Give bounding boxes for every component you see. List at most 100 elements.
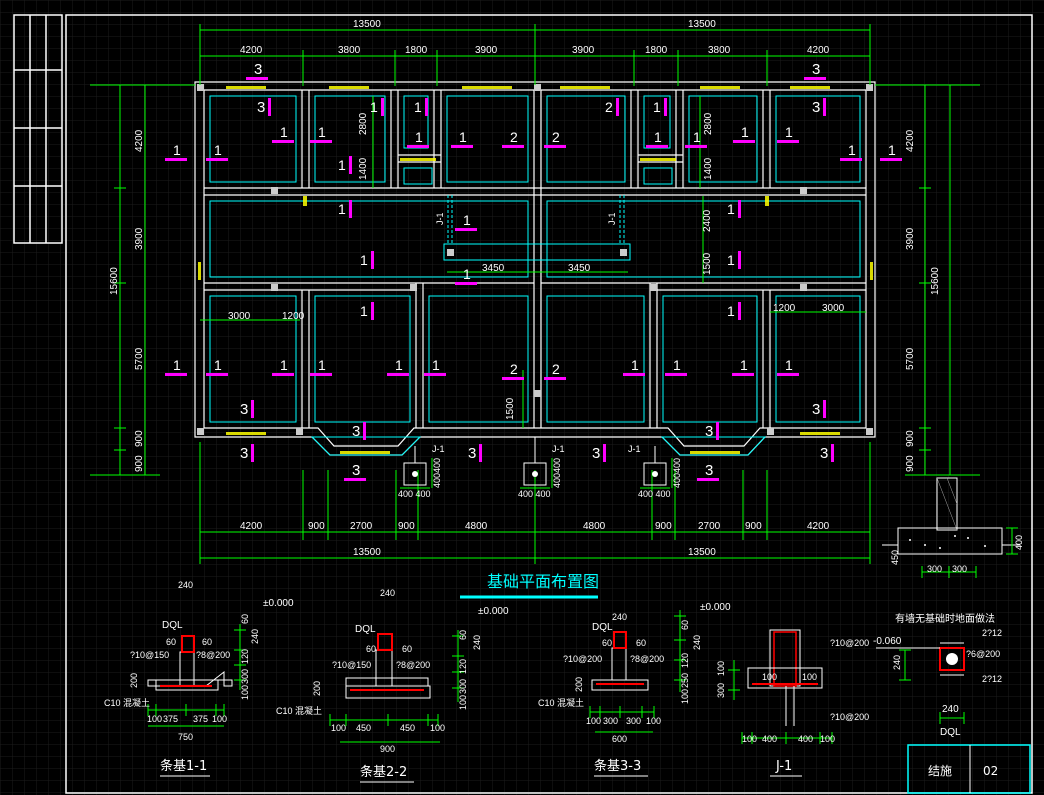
section-label: 2: [552, 129, 560, 145]
dim-1500-low: 1500: [505, 397, 516, 420]
section-label-bar: [268, 98, 271, 116]
j1-d100a: 100: [762, 672, 777, 682]
j1-v100: 100: [716, 661, 726, 676]
section-label: 3: [254, 61, 262, 78]
dim-bot-8: 2700: [698, 521, 721, 532]
s1-dim-c: 375: [193, 714, 208, 724]
section-label: 1: [280, 124, 288, 140]
s2-c10: C10 混凝土: [276, 705, 322, 716]
s2-dim-b: 450: [356, 723, 371, 733]
dim-bot-4: 900: [398, 521, 415, 532]
detail-dim-300a: 300: [927, 564, 942, 574]
section-label-bar: [544, 377, 566, 380]
section-label: 1: [740, 357, 748, 373]
section-label: 1: [727, 303, 735, 319]
nf-title: 有墙无基础时地面做法: [895, 612, 995, 625]
plan-j1-cut-lines: [447, 195, 625, 245]
detail-dim-450: 450: [890, 550, 900, 565]
plan-yellow-strips: [198, 86, 873, 454]
nf-w240: 240: [942, 704, 959, 715]
s2-v60: 60: [458, 630, 468, 640]
s3-w240: 240: [612, 612, 627, 622]
dim-bot-total-left: 13500: [353, 547, 381, 558]
s2-w240: 240: [380, 588, 395, 598]
s3-v250: 250: [680, 673, 690, 688]
s3-dim-b: 300: [603, 716, 618, 726]
tag-j1-c: J-1: [628, 444, 641, 454]
section-label: 1: [848, 142, 856, 158]
section-label: 1: [463, 266, 471, 282]
j1-dim-b: 400: [762, 734, 777, 744]
dim-left-4: 900: [134, 430, 145, 447]
section-label: 1: [727, 201, 735, 217]
section-label: 1: [318, 357, 326, 373]
tag-j1-d: J-1: [435, 212, 445, 225]
s2-dim-a: 100: [331, 723, 346, 733]
section-label-bar: [251, 400, 254, 418]
plan-pier-footings: [400, 437, 673, 489]
dim-pier-v-b: 400400: [552, 458, 562, 488]
dim-top-8: 4200: [807, 45, 830, 56]
dim-top-1: 4200: [240, 45, 263, 56]
section-label: 1: [360, 303, 368, 319]
dim-top-2: 3800: [338, 45, 361, 56]
s2-title: 条基2-2: [360, 764, 407, 780]
s1-v200: 200: [129, 673, 139, 688]
section-label-bar: [502, 377, 524, 380]
s2-t60b: 60: [402, 644, 412, 654]
section-label-bar: [804, 77, 826, 80]
section-label: 1: [432, 357, 440, 373]
section-label: 2: [510, 129, 518, 145]
s3-dql: DQL: [592, 622, 613, 633]
s1-t60a: 60: [166, 637, 176, 647]
dim-1400-right: 1400: [703, 157, 714, 180]
dim-right-5: 900: [905, 455, 916, 472]
wall-floor-detail: 300 300 400 450: [882, 477, 1024, 578]
title-block: 结施 02: [907, 744, 1031, 794]
s1-v60: 60: [240, 614, 250, 624]
plan-dimension-lines: [90, 24, 980, 564]
section-label: 1: [673, 357, 681, 373]
s3-title: 条基3-3: [594, 758, 641, 774]
tag-j1-e: J-1: [607, 212, 617, 225]
s3-dim-c: 300: [626, 716, 641, 726]
section-label: 3: [820, 445, 828, 462]
dim-left-3: 5700: [134, 347, 145, 370]
section-j1: ?10@200 ?10@200 100 100 100 300 100 400 …: [716, 629, 869, 777]
section-label: 1: [654, 129, 662, 145]
section-label: 3: [352, 423, 360, 440]
section-label: 3: [592, 445, 600, 462]
dim-top-total-left: 13500: [353, 19, 381, 30]
s3-dim-d: 100: [646, 716, 661, 726]
section-label-bar: [272, 373, 294, 376]
section-label: 1: [280, 357, 288, 373]
section-label: 1: [214, 357, 222, 373]
section-label: 1: [173, 142, 181, 158]
j1-title: J-1: [775, 759, 792, 774]
dim-3000-right: 3000: [822, 303, 845, 314]
dim-1200-left: 1200: [282, 311, 305, 322]
dim-bot-9: 900: [745, 521, 762, 532]
section-label: 2: [510, 361, 518, 377]
section-label-bar: [777, 373, 799, 376]
s1-dql: DQL: [162, 620, 183, 631]
section-label-bar: [616, 98, 619, 116]
s2-v120: 120: [458, 659, 468, 674]
dim-right-total: 15600: [930, 267, 941, 295]
section-label: 1: [727, 252, 735, 268]
s1-dim-a: 100: [147, 714, 162, 724]
j1-d100b: 100: [802, 672, 817, 682]
j1-v300: 300: [716, 683, 726, 698]
section-label-bar: [603, 444, 606, 462]
section-label: 3: [240, 401, 248, 418]
tag-j1-a: J-1: [432, 444, 445, 454]
dim-left-2: 3900: [134, 227, 145, 250]
s2-v100: 100: [458, 695, 468, 710]
dim-bot-1: 4200: [240, 521, 263, 532]
section-label-bar: [716, 422, 719, 440]
s1-v120: 120: [240, 649, 250, 664]
section-label-bar: [502, 145, 524, 148]
dim-pier-v-a: 400400: [432, 458, 442, 488]
dim-1400-left: 1400: [358, 157, 369, 180]
